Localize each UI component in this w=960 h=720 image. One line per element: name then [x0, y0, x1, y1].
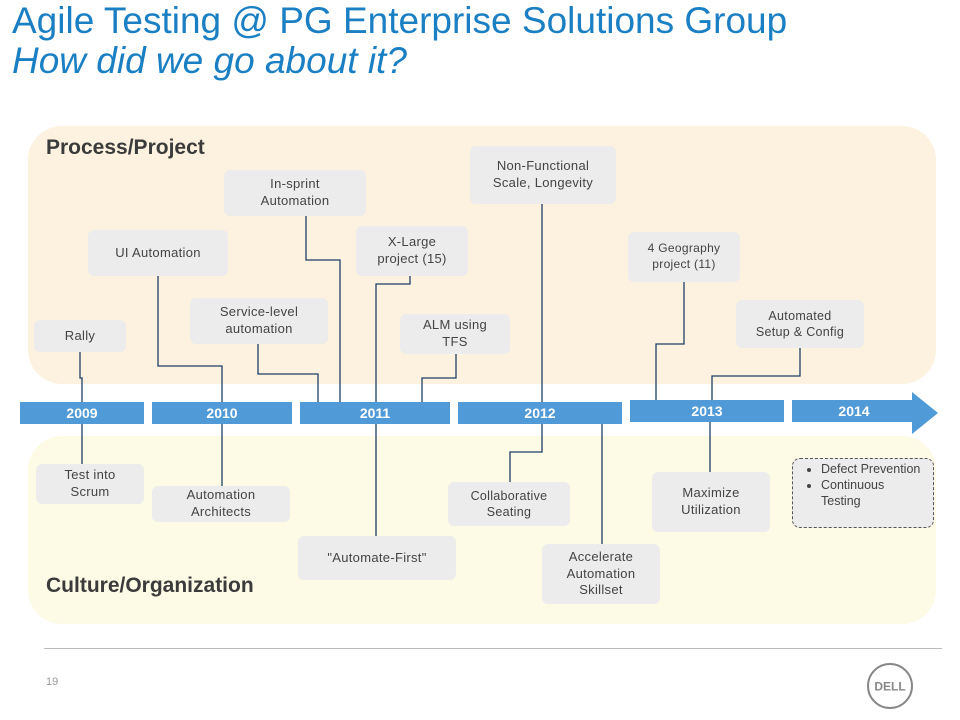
slide-title: Agile Testing @ PG Enterprise Solutions … — [12, 0, 788, 41]
box-alm-using-tfs: ALM using TFS — [400, 314, 510, 354]
future-goal-item: Defect Prevention — [821, 461, 927, 477]
box-non-functional: Non-Functional Scale, Longevity — [470, 146, 616, 204]
page-number: 19 — [46, 676, 59, 688]
dell-logo-text: DELL — [874, 680, 905, 694]
future-goal-item: Continuous Testing — [821, 477, 927, 509]
timeline-year-2013: 2013 — [630, 400, 784, 422]
box-service-level-automation: Service-level automation — [190, 298, 328, 344]
timeline-year-2014: 2014 — [792, 400, 916, 422]
box-automated-setup-config: Automated Setup & Config — [736, 300, 864, 348]
slide-subtitle: How did we go about it? — [12, 40, 407, 81]
box-4-geography-project: 4 Geography project (11) — [628, 232, 740, 282]
culture-band — [28, 436, 936, 624]
timeline-year-2010: 2010 — [152, 402, 292, 424]
box-maximize-utilization: Maximize Utilization — [652, 472, 770, 532]
timeline-year-2009: 2009 — [20, 402, 144, 424]
footer-divider — [44, 648, 942, 649]
box-automate-first: "Automate-First" — [298, 536, 456, 580]
connector-collaborative — [509, 424, 543, 482]
culture-band-label: Culture/Organization — [46, 574, 254, 597]
process-band-label: Process/Project — [46, 136, 205, 159]
timeline-year-2012: 2012 — [458, 402, 622, 424]
timeline-year-2011: 2011 — [300, 402, 450, 424]
connector-alm — [421, 354, 457, 402]
future-goals-box: Defect Prevention Continuous Testing — [792, 458, 934, 528]
dell-logo: DELL — [867, 663, 913, 709]
box-rally: Rally — [34, 320, 126, 352]
box-ui-automation: UI Automation — [88, 230, 228, 276]
connector-ui-automation — [157, 276, 223, 402]
connector-service-level — [257, 344, 319, 402]
box-collaborative-seating: Collaborative Seating — [448, 482, 570, 526]
box-accelerate-automation-skillset: Accelerate Automation Skillset — [542, 544, 660, 604]
connector-in-sprint — [305, 216, 341, 402]
future-goals-list: Defect Prevention Continuous Testing — [807, 461, 927, 509]
connector-automated-setup — [711, 348, 801, 402]
timeline-arrow-head — [912, 392, 938, 434]
box-test-into-scrum: Test into Scrum — [36, 464, 144, 504]
box-x-large-project: X-Large project (15) — [356, 226, 468, 276]
connector-geography — [655, 282, 685, 402]
box-in-sprint-automation: In-sprint Automation — [224, 170, 366, 216]
box-automation-architects: Automation Architects — [152, 486, 290, 522]
